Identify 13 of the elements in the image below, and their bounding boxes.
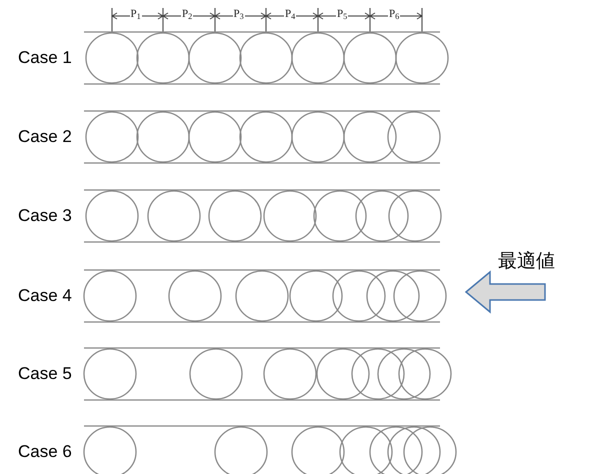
dimension-label: P$_{4}$ [284,9,296,20]
dimension-label: P$_{5}$ [336,9,348,20]
case-label: Case 6 [18,443,72,460]
dimension-label: P$_{2}$ [181,9,194,20]
annotation-label: 最適値 [498,252,555,271]
case-label: Case 1 [18,49,72,66]
case-label: Case 3 [18,207,72,224]
dimension-label: P$_{1}$ [130,9,142,20]
dimension-label: P$_{6}$ [388,9,400,20]
dimension-label: P$_{3}$ [232,9,245,20]
case-label: Case 2 [18,128,72,145]
case-label: Case 5 [18,365,72,382]
case-label: Case 4 [18,287,72,304]
